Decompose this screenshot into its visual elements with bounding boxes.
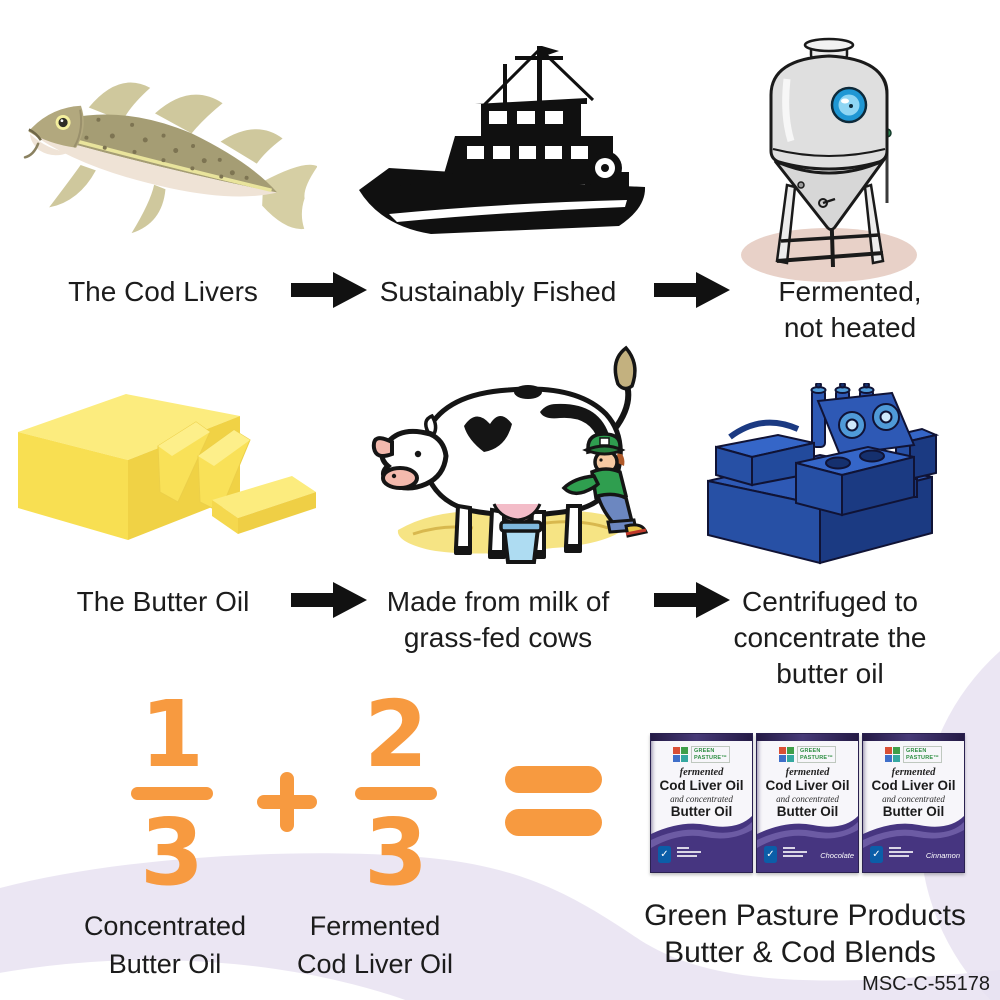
brand-name: PASTURE™ <box>694 754 727 761</box>
box-and-concentrated-text: and concentrated <box>670 794 733 804</box>
white-hill-bottom-left <box>0 960 405 1000</box>
fraction-denominator: 3 <box>139 799 204 906</box>
fraction-one-third: 1 3 <box>119 681 225 906</box>
fermentation-tank-icon <box>741 37 917 282</box>
fraction-two-thirds: 2 3 <box>343 681 449 906</box>
label-fermented-cod-liver-oil: Cod Liver Oil <box>296 949 454 979</box>
msc-certification-logo: ✓ <box>870 846 883 863</box>
brand-grid-icon <box>885 747 900 762</box>
box-fine-print <box>783 847 807 859</box>
box-top-edge <box>651 734 752 741</box>
brand-grid-icon <box>779 747 794 762</box>
label-made-from-milk: Made from milk of <box>386 586 610 617</box>
fraction-denominator: 3 <box>363 799 428 906</box>
arrow-right-icon <box>291 582 367 618</box>
purple-swoosh <box>863 816 964 872</box>
equals-operator-top-bar <box>505 766 602 793</box>
label-not-heated: not heated <box>783 312 917 343</box>
box-butter-oil-text: Butter Oil <box>882 804 945 819</box>
label-butter-cod-blends: Butter & Cod Blends <box>664 936 936 969</box>
box-butter-oil-text: Butter Oil <box>670 804 733 819</box>
brand-name: GREEN <box>800 748 821 754</box>
box-cod-liver-oil-text: Cod Liver Oil <box>871 778 956 793</box>
box-butter-oil-text: Butter Oil <box>776 804 839 819</box>
box-and-concentrated-text: and concentrated <box>882 794 945 804</box>
label-concentrated-butter-oil: Butter Oil <box>108 949 222 979</box>
box-cod-liver-oil-text: Cod Liver Oil <box>659 778 744 793</box>
label-fermented-frac: Fermented <box>309 911 441 941</box>
msc-certification-logo: ✓ <box>764 846 777 863</box>
butter-block-icon <box>18 394 316 540</box>
fishing-boat-icon <box>359 46 646 234</box>
purple-swoosh <box>651 816 752 872</box>
label-butter-oil: The Butter Oil <box>76 586 250 617</box>
box-fermented-text: fermented <box>679 767 724 778</box>
label-concentrate: concentrate the <box>733 622 927 653</box>
fraction-numerator: 1 <box>139 681 204 788</box>
fraction-bar <box>131 787 213 800</box>
box-top-edge <box>863 734 964 741</box>
label-grass-fed: grass-fed cows <box>403 622 593 653</box>
equals-operator-bottom-bar <box>505 809 602 836</box>
label-fermented: Fermented, <box>778 276 922 307</box>
label-butter-oil-line: butter oil <box>776 658 884 689</box>
brand-name: PASTURE™ <box>800 754 833 761</box>
box-fermented-text: fermented <box>891 767 936 778</box>
centrifuge-machine-icon <box>707 383 940 565</box>
msc-certification-logo: ✓ <box>658 846 671 863</box>
plus-operator-vertical-bar <box>280 772 294 832</box>
brand-name: GREEN <box>694 748 715 754</box>
box-cod-liver-oil-text: Cod Liver Oil <box>765 778 850 793</box>
label-cod-livers: The Cod Livers <box>68 276 258 307</box>
box-fine-print <box>677 847 701 859</box>
cow-milking-icon <box>371 345 649 564</box>
box-top-edge <box>757 734 858 741</box>
label-green-pasture-products: Green Pasture Products <box>644 899 966 932</box>
brand-name: GREEN <box>906 748 927 754</box>
arrow-right-icon <box>654 272 730 308</box>
box-fermented-text: fermented <box>785 767 830 778</box>
arrow-right-icon <box>654 582 730 618</box>
fraction-bar <box>355 787 437 800</box>
box-flavor-text: Cinnamon <box>925 851 960 860</box>
purple-swoosh <box>757 816 858 872</box>
msc-code: MSC-C-55178 <box>862 973 990 995</box>
brand-grid-icon <box>673 747 688 762</box>
box-and-concentrated-text: and concentrated <box>776 794 839 804</box>
lavender-wave-bottom <box>0 853 1000 1000</box>
label-sustainably-fished: Sustainably Fished <box>379 276 617 307</box>
arrow-right-icon <box>291 272 367 308</box>
brand-name: PASTURE™ <box>906 754 939 761</box>
cod-fish-icon <box>23 82 317 234</box>
box-flavor-text: Chocolate <box>820 851 854 860</box>
label-centrifuged: Centrifuged to <box>742 586 918 617</box>
fraction-numerator: 2 <box>363 681 428 788</box>
label-concentrated: Concentrated <box>83 911 247 941</box>
box-fine-print <box>889 847 913 859</box>
